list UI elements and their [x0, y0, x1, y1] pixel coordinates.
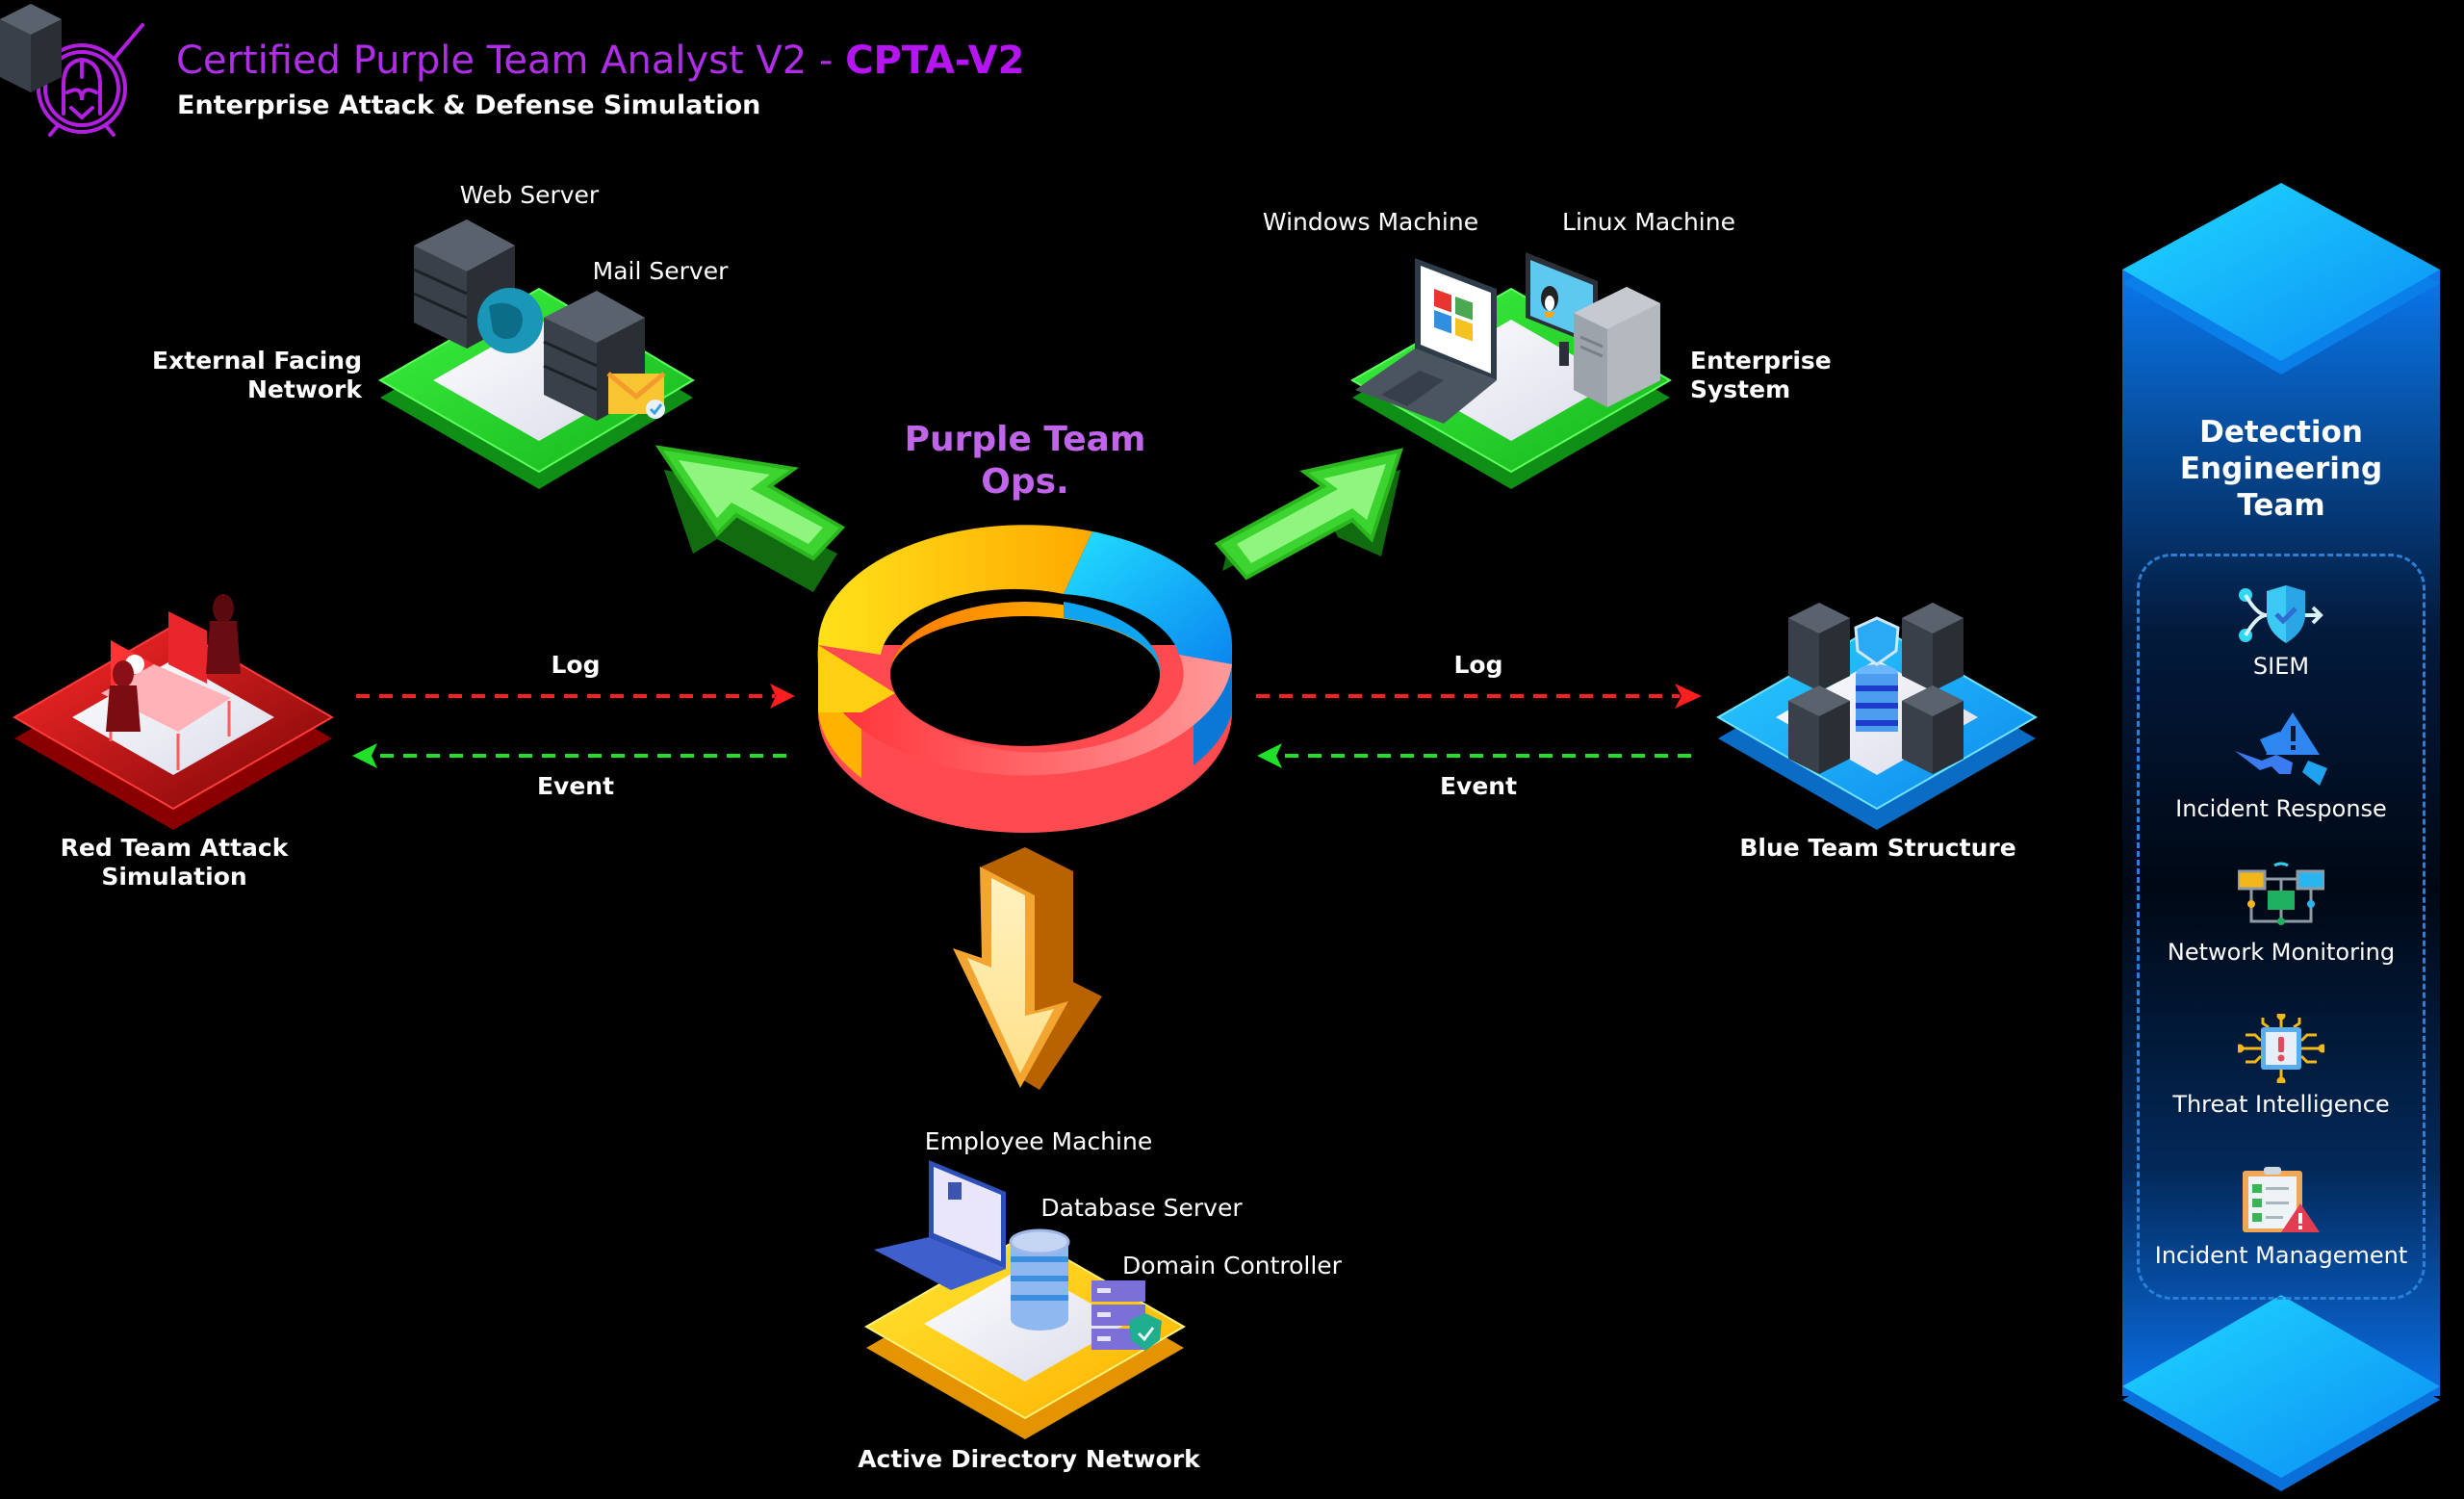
purple-team-ring [817, 525, 1232, 833]
incident-response-icon [2235, 712, 2327, 786]
incident-response-label: Incident Response [2175, 795, 2387, 822]
hacker-desk-icon [101, 594, 241, 770]
active-directory-label: Active Directory Network [858, 1445, 1200, 1473]
ops-title-line1: Purple Team [904, 420, 1146, 459]
windows-laptop-icon [1355, 258, 1497, 424]
purple-team-ops-title: Purple Team Ops. [905, 419, 1146, 504]
external-label-line1: External Facing [152, 347, 362, 375]
detection-tools-box [2137, 554, 2426, 1300]
tool-siem: SIEM [2137, 585, 2426, 680]
blue-team-servers-icon [0, 4, 1964, 774]
linux-machine-label: Linux Machine [1562, 208, 1735, 236]
web-server-label: Web Server [459, 181, 600, 209]
external-network-label: External Facing Network [144, 347, 362, 404]
title-code: CPTA-V2 [845, 39, 1025, 83]
threat-intelligence-chip-icon [2238, 1014, 2324, 1083]
incident-management-clipboard-icon [2243, 1167, 2320, 1232]
page-subtitle: Enterprise Attack & Defense Simulation [177, 90, 761, 120]
red-label-line1: Red Team Attack [60, 834, 289, 862]
database-server-icon [1009, 1228, 1070, 1331]
left-event-label: Event [536, 772, 615, 800]
employee-laptop-icon [874, 1160, 1006, 1290]
ops-title-line2: Ops. [981, 462, 1069, 502]
mail-envelope-icon [606, 372, 666, 419]
arrow-to-enterprise [1214, 448, 1403, 581]
right-log-label: Log [1453, 651, 1503, 679]
left-event-arrow [352, 743, 791, 768]
enterprise-system-label: Enterprise System [1690, 347, 1832, 404]
network-monitoring-label: Network Monitoring [2167, 939, 2396, 966]
right-event-arrow [1257, 743, 1694, 768]
red-label-line2: Simulation [101, 863, 247, 891]
right-log-arrow [1256, 684, 1702, 709]
page-title: Certified Purple Team Analyst V2 - CPTA-… [176, 39, 1024, 83]
tool-network-monitoring: Network Monitoring [2137, 862, 2426, 966]
windows-machine-label: Windows Machine [1262, 208, 1479, 236]
domain-controller-label: Domain Controller [1122, 1252, 1342, 1279]
arrow-to-active-directory [953, 847, 1102, 1090]
siem-label: SIEM [2252, 653, 2310, 680]
siem-shield-icon [2239, 585, 2323, 643]
title-main: Certified Purple Team Analyst V2 - [176, 39, 846, 83]
external-label-line2: Network [246, 375, 362, 403]
database-server-label: Database Server [1040, 1194, 1243, 1222]
desktop-tower-icon [1574, 287, 1660, 407]
detection-team-title: Detection Engineering Team [2180, 414, 2382, 524]
left-log-label: Log [551, 651, 601, 679]
blue-team-label: Blue Team Structure [1739, 834, 2016, 862]
enterprise-label-line2: System [1690, 375, 1791, 403]
tool-incident-response: Incident Response [2137, 712, 2426, 822]
tool-threat-intelligence: Threat Intelligence [2137, 1014, 2426, 1118]
employee-machine-label: Employee Machine [924, 1127, 1153, 1155]
threat-intelligence-label: Threat Intelligence [2172, 1091, 2390, 1118]
arrow-to-external-network [654, 445, 846, 592]
left-log-arrow [356, 684, 795, 709]
red-team-label: Red Team Attack Simulation [61, 834, 289, 892]
globe-icon [477, 288, 543, 353]
detection-title-line3: Team [2237, 488, 2325, 523]
domain-controller-icon [1091, 1280, 1162, 1351]
right-event-label: Event [1439, 772, 1518, 800]
network-monitoring-icon [2238, 862, 2324, 925]
detection-title-line1: Detection [2199, 415, 2363, 450]
enterprise-label-line1: Enterprise [1690, 347, 1832, 375]
detection-title-line2: Engineering [2179, 452, 2383, 486]
mail-server-label: Mail Server [592, 257, 729, 285]
tool-incident-management: Incident Management [2137, 1167, 2426, 1269]
incident-management-label: Incident Management [2154, 1242, 2408, 1269]
